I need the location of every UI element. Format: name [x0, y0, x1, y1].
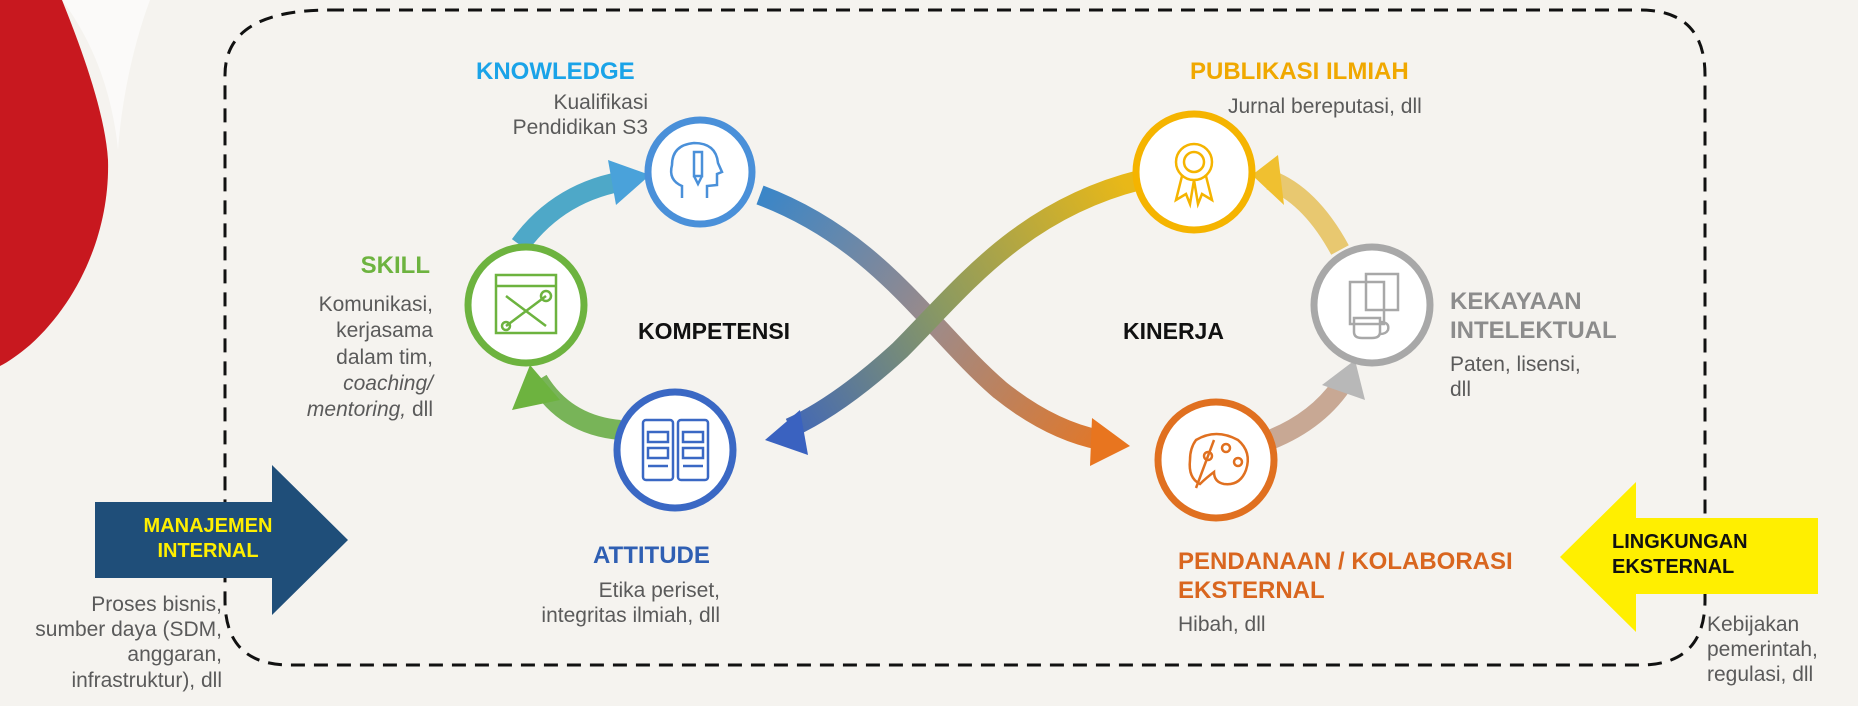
arrow-head-skill — [512, 365, 560, 410]
arrow-publikasi-to-attitude — [785, 170, 1143, 438]
knowledge-desc-line: Kualifikasi — [553, 91, 648, 114]
head-pencil-icon — [669, 141, 724, 198]
attitude-desc-line: Etika periset, — [598, 579, 720, 602]
skill-desc-italic: mentoring, — [306, 398, 407, 421]
arrow-head-knowledge — [608, 160, 650, 205]
lingkungan-desc: Kebijakan pemerintah, regulasi, dll — [1707, 612, 1857, 688]
pendanaan-title-line: PENDANAAN / KOLABORASI — [1178, 548, 1513, 575]
pendanaan-desc: Hibah, dll — [1178, 613, 1266, 636]
arrow-knowledge-to-pendanaan — [756, 185, 1103, 450]
intellectual-property-icon — [1348, 272, 1400, 340]
node-skill — [464, 243, 588, 367]
document-icon — [641, 418, 710, 482]
arrow-head-publikasi — [1252, 155, 1284, 205]
manajemen-desc-line: Proses bisnis, — [91, 593, 222, 616]
publikasi-desc: Jurnal bereputasi, dll — [1228, 95, 1422, 118]
manajemen-desc-line: infrastruktur), dll — [71, 668, 222, 692]
lingkungan-desc-line: regulasi, dll — [1707, 663, 1814, 687]
node-kekayaan — [1310, 243, 1434, 367]
pendanaan-title: PENDANAAN / KOLABORASI EKSTERNAL — [1178, 548, 1548, 606]
skill-desc-line: dalam tim, — [336, 345, 433, 369]
lingkungan-eksternal-label: LINGKUNGAN EKSTERNAL — [1610, 530, 1812, 580]
kekayaan-title-line: INTELEKTUAL — [1450, 316, 1617, 344]
manajemen-desc-line: anggaran, — [127, 643, 222, 667]
kompetensi-label: KOMPETENSI — [638, 318, 791, 344]
skill-desc-line: Komunikasi, — [318, 293, 433, 316]
lingkungan-desc-line: pemerintah, — [1707, 638, 1818, 662]
kinerja-label: KINERJA — [1123, 318, 1224, 344]
attitude-desc-line: integritas ilmiah, dll — [541, 604, 720, 628]
skill-title: SKILL — [360, 252, 430, 279]
boundary-dashed-frame — [223, 8, 1707, 667]
kekayaan-title-line: KEKAYAAN — [1450, 288, 1582, 315]
manajemen-label-line: MANAJEMEN — [143, 515, 273, 537]
lingkungan-label-line: LINGKUNGAN — [1612, 531, 1748, 553]
decorative-swoosh-light — [62, 0, 150, 150]
kekayaan-desc-line: Paten, lisensi, — [1450, 353, 1581, 376]
decorative-swoosh — [0, 0, 109, 366]
skill-desc-plain: dll — [406, 398, 433, 421]
knowledge-desc: Kualifikasi Pendidikan S3 — [430, 90, 648, 140]
tools-icon — [494, 273, 558, 335]
lingkungan-desc-line: Kebijakan — [1707, 613, 1800, 636]
kekayaan-desc: Paten, lisensi, dll — [1450, 352, 1650, 402]
kekayaan-title: KEKAYAAN INTELEKTUAL — [1450, 288, 1650, 346]
skill-desc: Komunikasi, kerjasama dalam tim, coachin… — [250, 292, 433, 423]
node-pendanaan — [1154, 398, 1278, 522]
manajemen-desc-line: sumber daya (SDM, — [35, 618, 222, 642]
skill-desc-line: mentoring, dll — [250, 397, 433, 423]
arrow-head-attitude — [765, 410, 808, 455]
knowledge-desc-line: Pendidikan S3 — [512, 116, 648, 140]
skill-desc-line: kerjasama — [336, 319, 433, 343]
kekayaan-desc-line: dll — [1450, 378, 1472, 402]
manajemen-label-line: INTERNAL — [157, 540, 259, 562]
arrow-head-kekayaan — [1322, 360, 1365, 400]
skill-desc-line: coaching/ — [343, 371, 433, 395]
attitude-desc: Etika periset, integritas ilmiah, dll — [500, 578, 720, 628]
manajemen-internal-arrow — [95, 465, 348, 615]
pendanaan-title-line: EKSTERNAL — [1178, 576, 1325, 604]
award-icon — [1174, 142, 1214, 209]
publikasi-title: PUBLIKASI ILMIAH — [1190, 58, 1409, 85]
node-attitude — [613, 388, 737, 512]
manajemen-desc: Proses bisnis, sumber daya (SDM, anggara… — [0, 592, 222, 693]
attitude-title: ATTITUDE — [593, 542, 710, 569]
lingkungan-label-line: EKSTERNAL — [1612, 556, 1735, 578]
lingkungan-eksternal-arrow — [1560, 482, 1818, 632]
manajemen-internal-label: MANAJEMEN INTERNAL — [118, 514, 298, 564]
node-knowledge — [644, 116, 756, 228]
knowledge-title: KNOWLEDGE — [476, 58, 635, 85]
arrow-attitude-to-skill — [529, 374, 622, 440]
palette-icon — [1188, 432, 1249, 489]
arrow-head-pendanaan — [1090, 418, 1130, 466]
